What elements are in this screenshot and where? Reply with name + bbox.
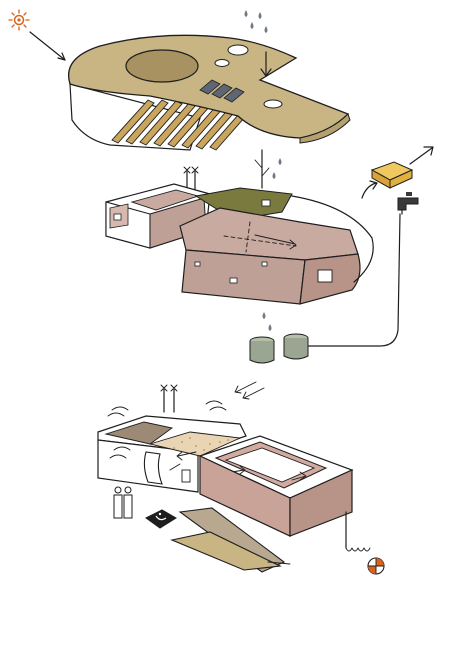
water-tank-icon	[249, 333, 309, 364]
window	[261, 261, 268, 267]
solar-panel-icon	[199, 79, 245, 103]
window	[113, 213, 122, 221]
rain-drops-icon	[262, 312, 272, 331]
sun-icon	[8, 9, 30, 31]
faucet-icon	[397, 192, 419, 215]
door	[181, 469, 191, 483]
wind-turbine-icon	[160, 384, 178, 413]
window	[229, 277, 238, 284]
rain-drops-icon	[244, 10, 268, 33]
roof-canopy	[68, 34, 351, 151]
house-volume	[105, 183, 374, 305]
timber-slats	[111, 99, 253, 151]
rain-drops-icon	[272, 158, 282, 179]
green-roof-plant	[254, 149, 270, 189]
roof-skylight	[125, 49, 199, 83]
person-icon	[113, 486, 133, 519]
window	[194, 261, 201, 267]
wind-turbine-icon	[183, 166, 199, 191]
thermometer-dial-icon	[367, 557, 385, 575]
wind-arrow-icon	[234, 381, 265, 400]
roof-opening	[214, 59, 230, 67]
accessibility-sign-icon	[145, 509, 177, 529]
sun-ray-arrow	[29, 31, 66, 61]
roof-opening	[227, 44, 249, 56]
roof-opening	[263, 99, 283, 109]
heating-coil-icon	[345, 511, 371, 552]
entrance-ramp	[170, 507, 291, 573]
roof-light	[261, 199, 271, 207]
water-heater-icon	[370, 146, 434, 189]
ground-floor-plan	[97, 415, 354, 537]
air-flow-marks	[107, 400, 227, 417]
water-pipe	[305, 213, 401, 347]
heater-return-arrow	[361, 180, 378, 199]
window	[317, 269, 333, 283]
